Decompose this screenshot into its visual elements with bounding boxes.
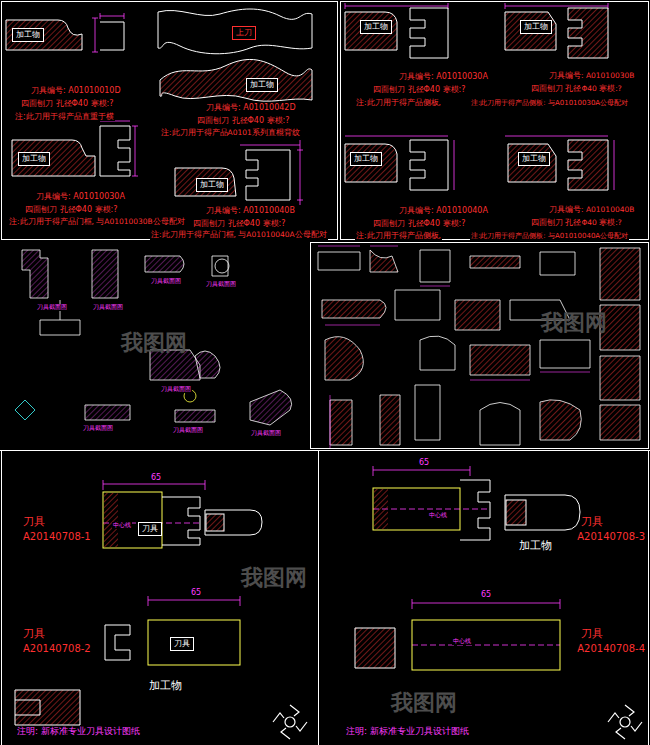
watermark: 我图网 [120, 330, 188, 355]
drawing-label: 刀具截面图 [82, 425, 114, 432]
node-text: 加工物 [364, 22, 388, 31]
workpiece-box: 加工物 [360, 20, 392, 34]
drawing-label: 注:此刀用于得产品门框, 与A01010030B公母配对 [8, 218, 186, 227]
drawing-label: 刀具编号: A01010040A [398, 206, 489, 215]
drawing-label: A20140708-1 [22, 531, 92, 543]
drawing-label: 四面刨刀 孔径Φ40 寒模:? [20, 99, 115, 108]
workpiece [15, 495, 580, 725]
drawing-label: 注:此刀用于得产品A0101系列直棍背纹 [160, 129, 301, 138]
drawing-label: 刀具编号: A01010030A [398, 72, 489, 81]
workpiece-box: 加工物 [350, 152, 382, 166]
node-text: 加工物 [22, 154, 46, 163]
cutter-icon [273, 705, 642, 739]
drawing-label: 刀具 [22, 628, 46, 641]
drawing-label: 刀具截面图 [250, 430, 282, 437]
node-text: 刀具 [142, 524, 158, 533]
workpiece-box: 加工物 [12, 28, 44, 42]
drawing-label: 四面刨刀 孔径Φ40 寒模:? [530, 85, 623, 94]
workpiece-box: 加工物 [518, 152, 550, 166]
workpiece-box: 加工物 [520, 20, 552, 34]
node-text: 加工物 [354, 154, 378, 163]
drawing-label: 注:此刀用于得产品侧板, [355, 99, 442, 108]
drawing-label: A20140708-3 [576, 531, 646, 543]
drawing-label: 刀具截面图 [160, 386, 192, 393]
node-text: 加工物 [524, 22, 548, 31]
drawing-label: 注明: 新标准专业刀具设计图纸 [345, 726, 470, 736]
drawing-label: 刀具 [22, 516, 46, 529]
drawing-label: 中心线 [112, 522, 132, 529]
drawing-label: 四面刨刀 孔径Φ40 寒模:? [530, 219, 623, 228]
drawing-label: 加工物 [148, 680, 183, 693]
node-text: 加工物 [200, 180, 224, 189]
section-profile [15, 250, 292, 425]
node-text: 上刀 [236, 28, 252, 37]
drawing-label: 注:此刀用于得产品门框, 与A01010040A公母配对 [150, 231, 328, 240]
drawing-label: 刀具编号: A01010042D [205, 103, 297, 112]
drawing-label: 四面刨刀 孔径Φ40 寒模:? [192, 219, 287, 228]
drawing-label: 刀具截面图 [92, 304, 124, 311]
drawing-label: 刀具编号: A01010030B [548, 72, 635, 81]
workpiece-box: 加工物 [196, 178, 228, 192]
workpiece-box: 加工物 [18, 152, 50, 166]
drawing-label: 刀具截面图 [150, 278, 182, 285]
drawing-label: 注:此刀用于得产品侧板: 与A01010030A公母配对 [470, 99, 629, 107]
drawing-label: 四面刨刀 孔径Φ40 寒模:? [372, 85, 467, 94]
drawing-label: A20140708-4 [576, 643, 646, 655]
drawing-label: 中心线 [428, 512, 448, 519]
profile-drawing [6, 9, 312, 200]
drawing-label: 刀具编号: A01010040B [548, 206, 635, 215]
workpiece-box: 刀具 [138, 522, 162, 536]
node-text: 加工物 [250, 80, 274, 89]
watermark: 我图网 [240, 565, 308, 590]
workpiece-box: 刀具 [170, 637, 194, 651]
node-text: 刀具 [174, 639, 190, 648]
drawing-label: 刀具截面图 [205, 281, 237, 288]
tool-body [103, 480, 560, 670]
drawing-label: 刀具截面图 [172, 427, 204, 434]
drawing-label: 65 [480, 590, 492, 599]
drawing-label: 刀具截面图 [36, 304, 68, 311]
drawing-label: 中心线 [452, 638, 472, 645]
drawing-label: 注:此刀用于得产品侧板: 与A01010040A公母配对 [470, 232, 629, 240]
workpiece-box: 上刀 [232, 26, 256, 40]
node-text: 加工物 [522, 154, 546, 163]
section-profile [318, 248, 640, 445]
watermark: 我图网 [540, 310, 608, 335]
drawing-label: 四面刨刀 孔径Φ40 寒模:? [196, 116, 291, 125]
drawing-label: 刀具编号: A01010010D [30, 86, 122, 95]
drawing-label: 65 [418, 458, 430, 467]
drawing-label: A20140708-2 [22, 643, 92, 655]
drawing-label: 刀具 [580, 516, 604, 529]
drawing-label: 注明: 新标准专业刀具设计图纸 [16, 726, 141, 736]
drawing-label: 刀具编号: A01010040B [205, 206, 296, 215]
drawing-label: 刀具 [580, 628, 604, 641]
drawing-label: 加工物 [518, 540, 553, 553]
drawing-label: 注:此刀用于得产品侧板, [355, 232, 442, 241]
drawing-label: 四面刨刀 孔径Φ40 寒模:? [372, 219, 467, 228]
drawing-label: 65 [150, 473, 162, 482]
drawing-label: 刀具编号: A01010030A [35, 192, 126, 201]
drawing-label: 四面刨刀 孔径Φ40 寒模:? [24, 205, 119, 214]
dimension-line [103, 466, 560, 645]
workpiece-box: 加工物 [246, 78, 278, 92]
watermark: 我图网 [390, 690, 458, 715]
drawing-label: 注:此刀用于得产品直重于横 [14, 112, 115, 121]
drawing-label: 65 [190, 588, 202, 597]
node-text: 加工物 [16, 30, 40, 39]
dimension-line [318, 246, 590, 448]
